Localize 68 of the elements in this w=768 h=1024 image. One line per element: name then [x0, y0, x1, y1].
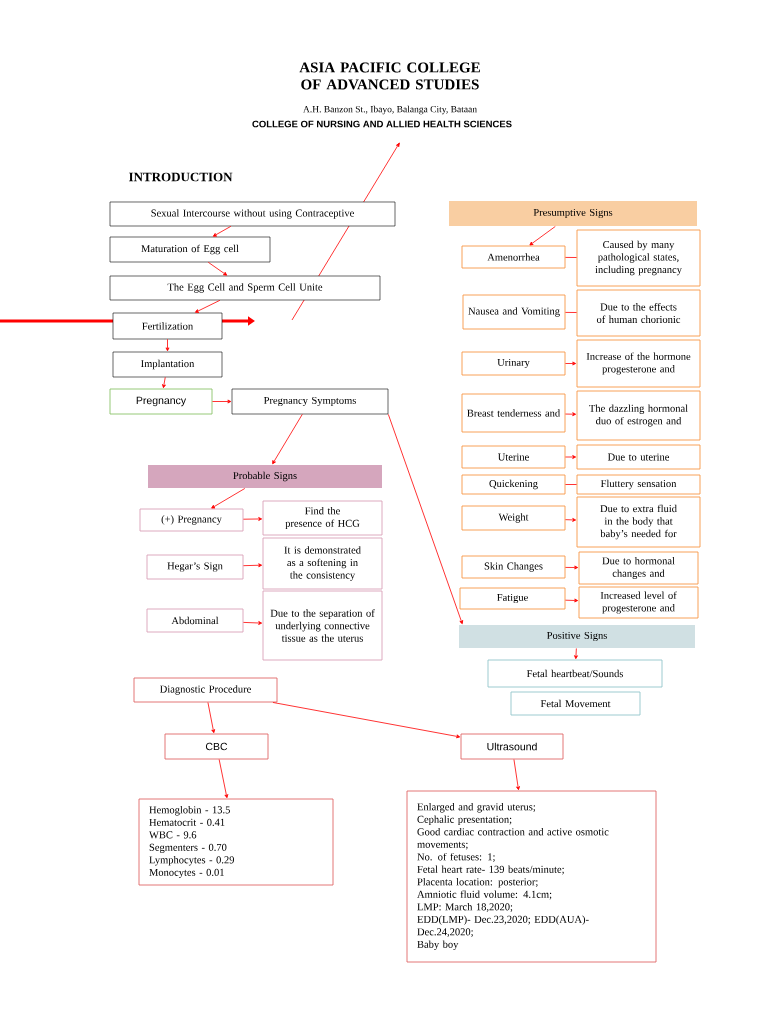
process-box: Diagnostic Procedure: [133, 677, 278, 703]
arrow: [272, 413, 303, 465]
arrow: [243, 563, 263, 568]
arrow: [529, 226, 556, 246]
arrow: [165, 338, 170, 352]
sign-box: Weight: [461, 505, 566, 531]
arrow: [565, 412, 577, 417]
arrow: [211, 488, 246, 509]
sign-box: Skin Changes: [461, 555, 566, 579]
arrow: [195, 299, 221, 313]
arrow: [513, 759, 520, 791]
heading-band: Presumptive Signs: [449, 201, 697, 226]
arrow: [574, 648, 578, 660]
section-heading: INTRODUCTION: [128, 172, 233, 182]
arrow: [565, 361, 577, 366]
arrow: [243, 517, 263, 521]
sign-box: Hegar’s Sign: [146, 554, 244, 580]
arrow: [243, 621, 263, 625]
sign-box: Fetal heartbeat/Sounds: [487, 659, 663, 688]
result-box: Hemoglobin - 13.5 Hematocrit - 0.41 WBC - 9.6 Segmenters - 0.70 Lymphocytes - 0.29 Monocytes - 0.01: [138, 798, 334, 886]
title: ASIA PACIFIC COLLEGE OF ADVANCED STUDIES: [299, 62, 480, 90]
heading-band: Positive Signs: [459, 625, 695, 648]
description-box: It is demonstrated as a softening in the consistency: [262, 537, 383, 590]
sign-box: Breast tenderness and: [461, 393, 566, 433]
description-box: The dazzling hormonal duo of estrogen and: [576, 390, 701, 441]
arrow: [565, 455, 577, 459]
process-box: Pregnancy: [109, 388, 213, 415]
arrow: [218, 759, 229, 799]
arrow: [272, 702, 461, 739]
arrow: [212, 399, 232, 404]
process-box: CBC: [164, 733, 269, 760]
sign-box: (+) Pregnancy: [139, 508, 244, 532]
process-box: Fertilization: [112, 312, 223, 340]
subheading: COLLEGE OF NURSING AND ALLIED HEALTH SCIENCES: [252, 120, 512, 128]
arrow: [565, 565, 579, 570]
sign-box: Amenorrhea: [461, 245, 566, 269]
description-box: Caused by many pathological states, including pregnancy: [576, 229, 701, 287]
arrow: [565, 598, 579, 603]
arrow: [207, 702, 216, 734]
sign-box: Uterine: [461, 445, 566, 469]
description-box: Due to uterine: [576, 444, 701, 470]
process-box: Maturation of Egg cell: [109, 236, 271, 263]
process-box: Ultrasound: [460, 733, 564, 760]
arrow: [387, 413, 464, 625]
heading-band: Probable Signs: [148, 465, 382, 488]
arrow: [162, 376, 166, 389]
sign-box: Fatigue: [459, 587, 566, 610]
result-box: Enlarged and gravid uterus; Cephalic presentation; Good cardiac contraction and active osmotic movements; No. of fetuses: 1; Fetal heart rate- 139 beats/minute; Placenta location: posterior; Amniotic fluid volume: 4.1cm; LMP: March 18,2020; EDD(LMP)- Dec.23,2020; EDD(AUA)- Dec.24,2020; Baby boy: [406, 790, 657, 963]
process-box: The Egg Cell and Sperm Cell Unite: [109, 275, 381, 301]
description-box: Due to hormonal changes and: [578, 551, 699, 585]
address: A.H. Banzon St., Ibayo, Balanga City, Bataan: [303, 105, 477, 115]
process-box: Pregnancy Symptoms: [231, 388, 389, 415]
sign-box: Nausea and Vomiting: [462, 294, 566, 330]
sign-box: Fetal Movement: [510, 691, 641, 716]
sign-box: Urinary: [461, 351, 566, 376]
description-box: Increased level of progesterone and: [578, 586, 699, 619]
sign-box: Abdominal: [146, 608, 244, 633]
arrow: [207, 261, 228, 276]
arrow: [565, 518, 577, 522]
description-box: Find the presence of HCG: [262, 500, 383, 536]
description-box: Due to the separation of underlying connective tissue as the uterus: [262, 590, 383, 661]
arrow: [212, 225, 232, 237]
process-box: Implantation: [112, 351, 223, 378]
description-box: Fluttery sensation: [576, 474, 701, 495]
sign-box: Quickening: [461, 474, 566, 495]
description-box: Increase of the hormone progesterone and: [576, 339, 701, 388]
description-box: Due to the effects of human chorionic: [576, 289, 701, 337]
process-box: Sexual Intercourse without using Contraceptive: [109, 201, 396, 227]
